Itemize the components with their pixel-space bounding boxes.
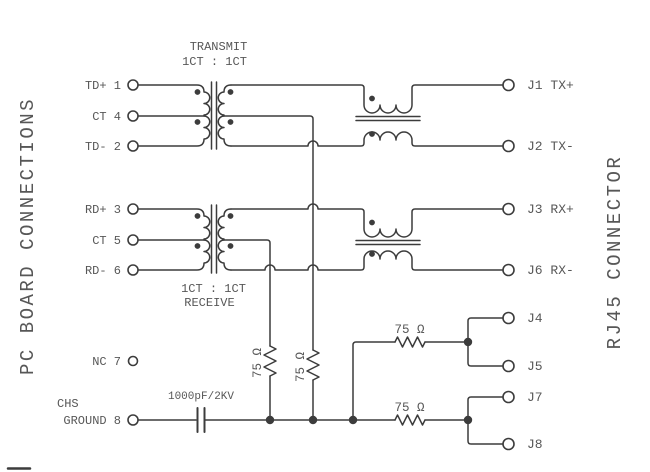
pc-pin-3-terminal	[127, 203, 139, 215]
rx-choke-core	[355, 239, 421, 246]
receive-ratio: 1CT : 1CT	[181, 282, 246, 296]
rj45-label-j8: J8	[527, 437, 543, 452]
j4-terminal	[502, 311, 515, 325]
junction-dot	[308, 415, 318, 425]
j6-terminal	[502, 263, 515, 277]
pc-pin-8-terminal	[127, 414, 139, 426]
tx-ct-down-wire	[223, 115, 314, 351]
j1-terminal	[502, 78, 515, 92]
rj45-label-j5: J5	[527, 359, 543, 374]
j8-terminal	[502, 437, 515, 451]
pc-pin-5-terminal	[127, 234, 139, 246]
resistor-value-upper: 75 Ω	[394, 323, 425, 337]
label-layer: TRANSMIT 1CT : 1CT 1CT : 1CT RECEIVE TD+…	[17, 40, 626, 452]
polarity-dot	[369, 251, 375, 257]
j7-j8-fork	[467, 396, 504, 445]
branch-up-wire	[352, 341, 396, 421]
resistor-value-rx-ct: 75 Ω	[251, 348, 265, 379]
receive-label: RECEIVE	[184, 296, 234, 310]
pc-pin-label-8-chs: CHS	[57, 397, 79, 411]
junction-dot	[348, 415, 358, 425]
polarity-dot	[194, 243, 201, 249]
pc-pin-label-3: RD+ 3	[85, 203, 121, 217]
rj45-label-j3: J3 RX+	[527, 202, 574, 217]
capacitor-value: 1000pF/2KV	[168, 391, 234, 403]
resistor-value-lower: 75 Ω	[394, 401, 425, 415]
rj45-label-j2: J2 TX-	[527, 139, 574, 154]
polarity-dot	[369, 131, 375, 137]
j5-terminal	[502, 359, 515, 373]
rxp-wire-choke-top	[230, 203, 504, 238]
pc-pin-label-7: NC 7	[92, 355, 121, 369]
right-side-title: RJ45 CONNECTOR	[604, 155, 626, 350]
pc-pin-7-terminal	[127, 355, 139, 367]
pc-pin-label-6: RD- 6	[85, 264, 121, 278]
pc-pin-label-8: GROUND 8	[63, 414, 121, 428]
dot-layer	[194, 89, 473, 425]
rx-ct-down-wire	[223, 239, 271, 347]
polarity-dot	[369, 95, 375, 102]
transmit-label: TRANSMIT	[190, 40, 248, 54]
polarity-dot	[194, 89, 201, 95]
polarity-dot	[227, 213, 234, 219]
capacitor-plates	[196, 407, 206, 433]
rj45-label-j7: J7	[527, 390, 543, 405]
rj45-label-j1: J1 TX+	[527, 78, 574, 93]
pc-pin-4-terminal	[127, 110, 139, 122]
resistor-bottom	[394, 414, 426, 426]
rx-transformer-core	[210, 204, 218, 274]
resistor-value-tx-ct: 75 Ω	[294, 352, 308, 383]
resistor-tx-ct	[306, 349, 320, 381]
polarity-dot	[227, 89, 234, 95]
pc-pin-1-terminal	[127, 79, 139, 91]
resistor-upper	[394, 336, 426, 348]
txm-wire-choke-bottom	[230, 131, 504, 147]
polarity-dot	[227, 243, 234, 249]
pc-pin-label-1: TD+ 1	[85, 79, 121, 93]
rj45-label-j4: J4	[527, 311, 543, 326]
rxm-wire-choke-bottom	[230, 250, 504, 271]
transmit-ratio: 1CT : 1CT	[182, 55, 247, 69]
tx-transformer-core	[210, 81, 218, 150]
resistor-rx-ct	[263, 345, 277, 377]
pc-pin-2-terminal	[127, 140, 139, 152]
junction-dot	[463, 337, 473, 347]
j3-terminal	[502, 202, 515, 216]
pc-pin-label-5: CT 5	[92, 234, 121, 248]
junction-dot	[463, 415, 473, 425]
j2-terminal	[502, 139, 515, 153]
txp-wire-choke-top	[230, 84, 504, 114]
j7-terminal	[502, 390, 515, 404]
pc-pin-label-4: CT 4	[92, 110, 121, 124]
polarity-dot	[227, 119, 234, 125]
j4-j5-fork	[467, 317, 504, 367]
left-side-title: PC BOARD CONNECTIONS	[17, 97, 39, 375]
junction-dot	[265, 415, 275, 425]
pc-pin-6-terminal	[127, 264, 139, 276]
polarity-dot	[194, 213, 201, 219]
polarity-dot	[369, 219, 375, 226]
tx-choke-core	[355, 115, 421, 122]
wire-layer	[6, 81, 504, 470]
polarity-dot	[194, 119, 201, 125]
rj45-label-j6: J6 RX-	[527, 263, 574, 278]
terminal-layer	[127, 78, 515, 451]
pc-pin-label-2: TD- 2	[85, 140, 121, 154]
